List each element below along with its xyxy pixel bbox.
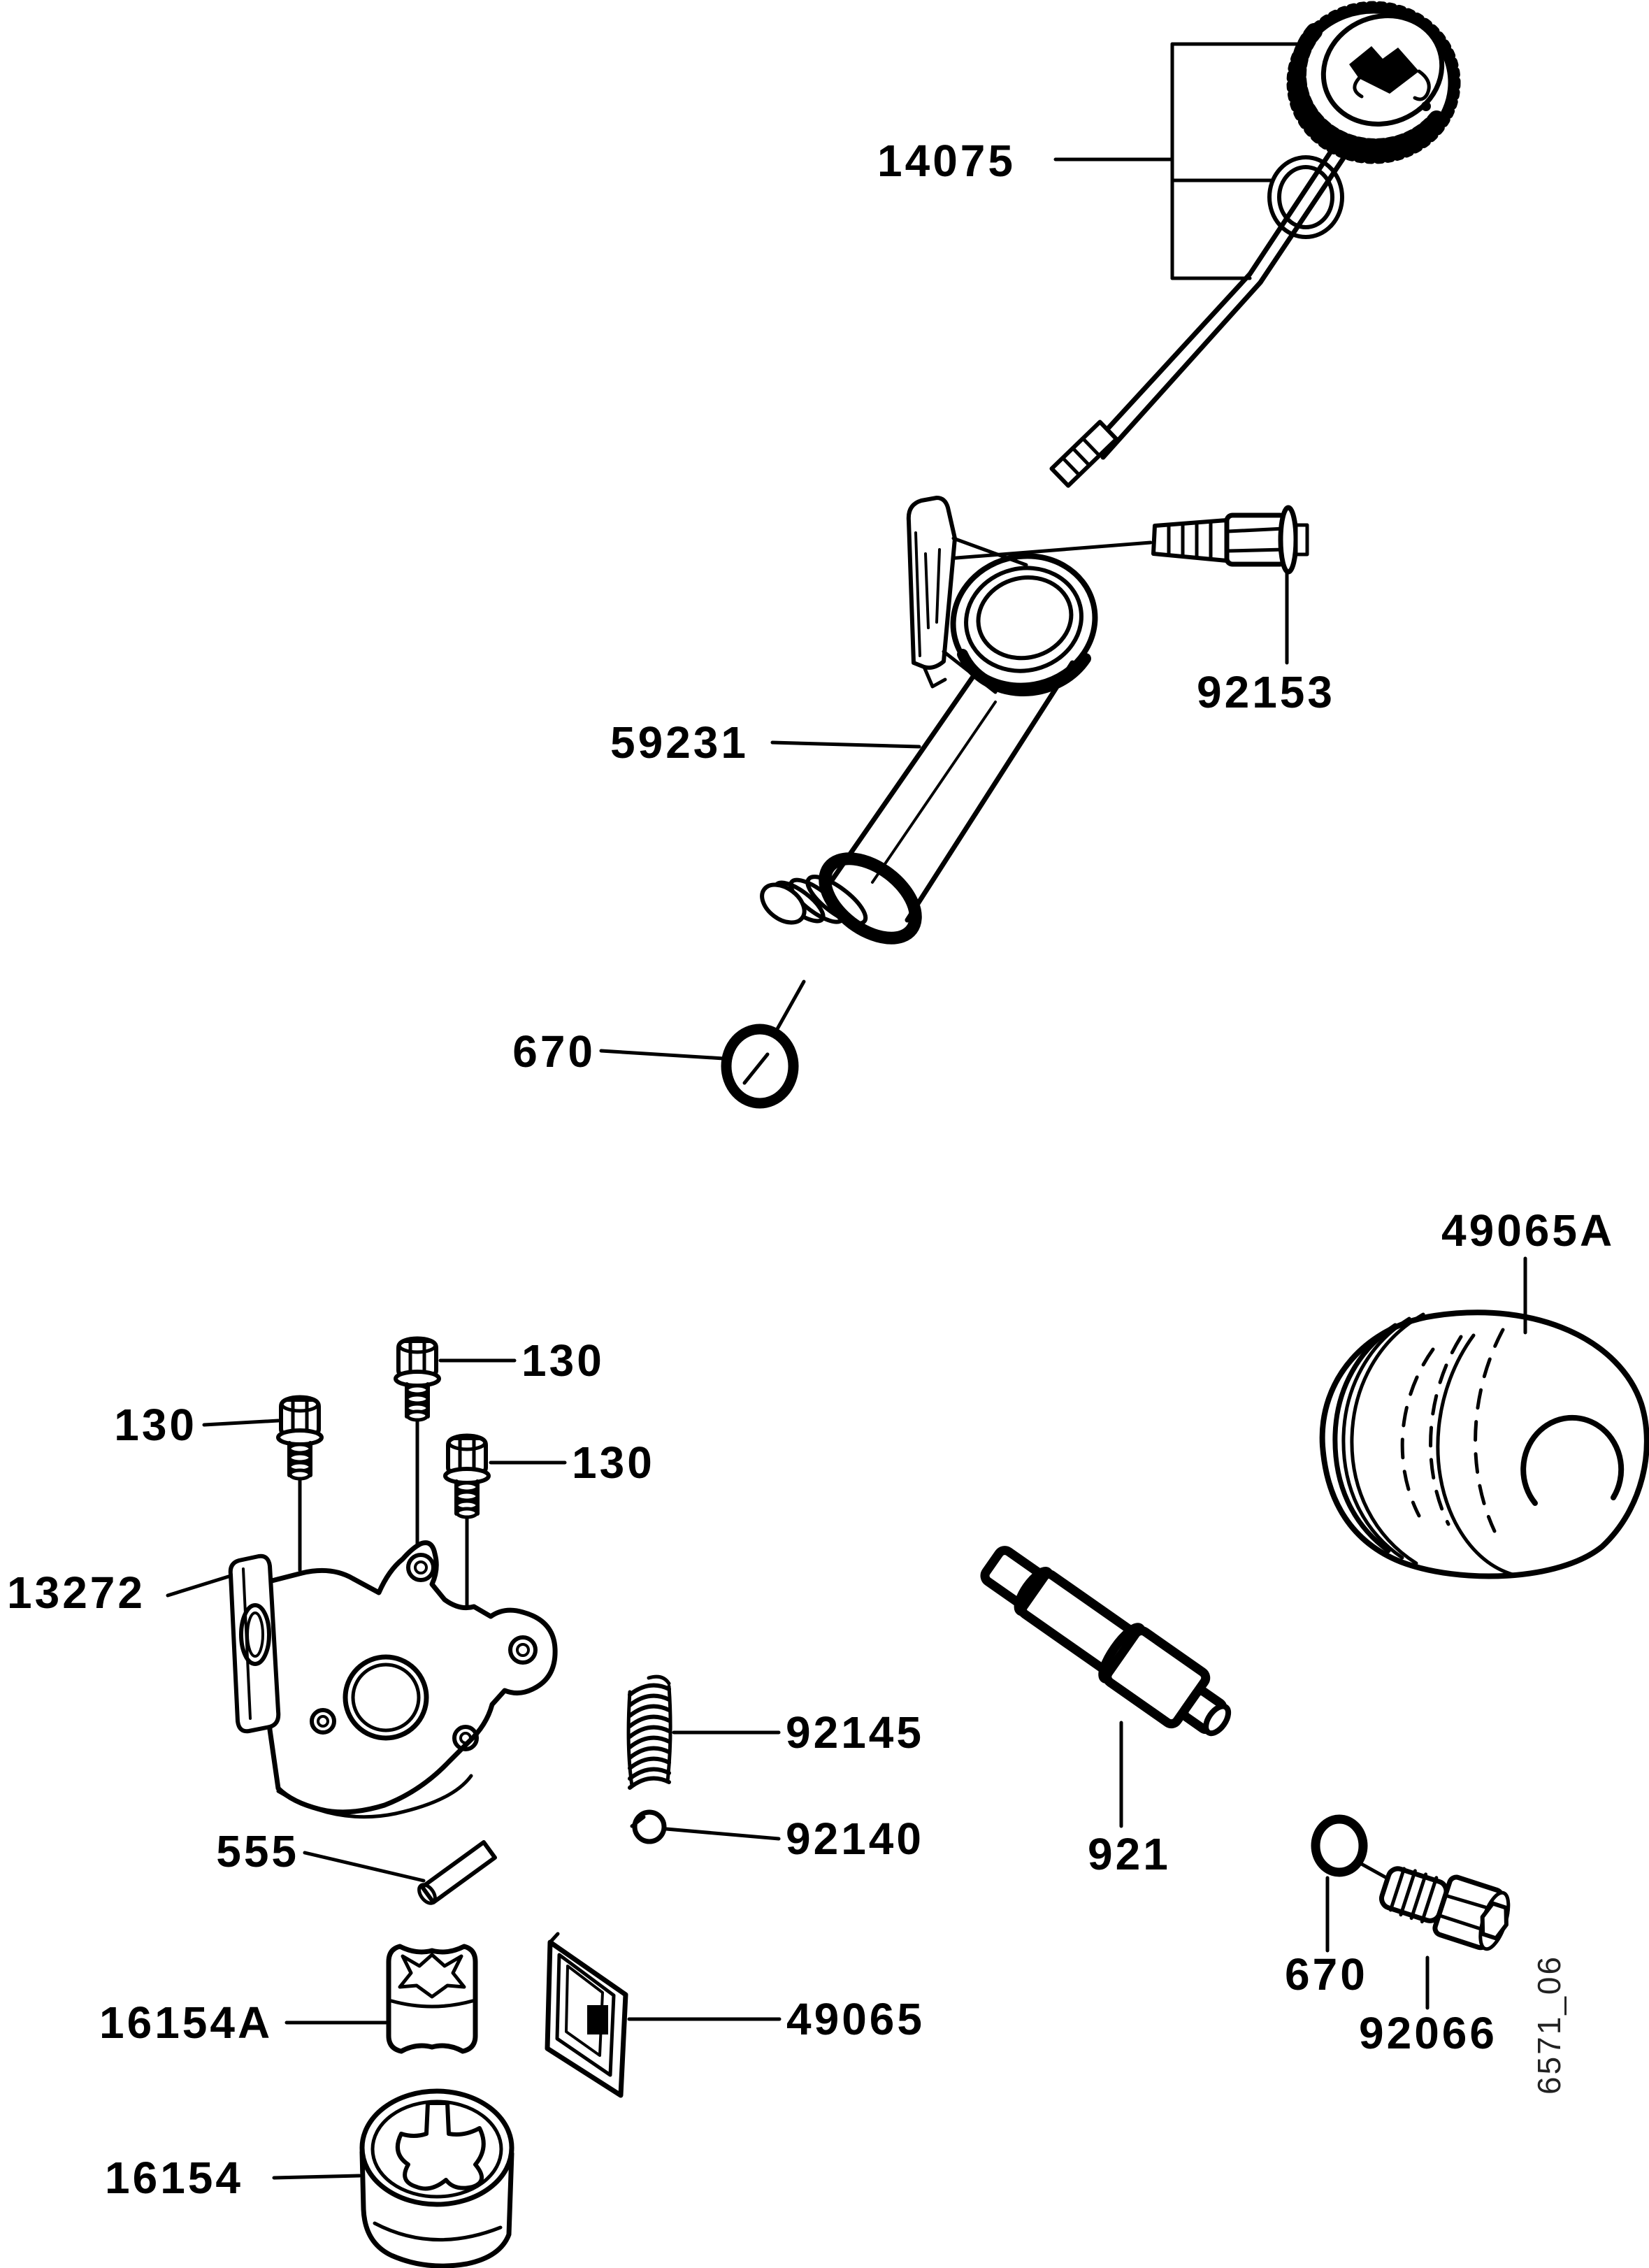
pump-cover-plate (228, 1540, 558, 1819)
callout-49065: 49065 (627, 1994, 925, 2044)
dowel-pin (417, 1840, 497, 1905)
dipstick-rod (1049, 141, 1349, 488)
callout-555: 555 (216, 1826, 426, 1883)
plug-oring (1311, 1814, 1399, 1886)
oil-can-icon (1349, 46, 1431, 111)
part-label-16154A: 16154A (99, 1997, 273, 2048)
callout-14075: 14075 (877, 42, 1311, 280)
bolt-130-top (396, 1338, 439, 1420)
part-label-14075: 14075 (877, 136, 1016, 186)
callout-130-right: 130 (489, 1437, 655, 1488)
part-label-49065: 49065 (786, 1994, 925, 2044)
part-label-921: 921 (1088, 1829, 1171, 1879)
tube-bracket-plate (906, 496, 1028, 694)
part-label-13272: 13272 (7, 1567, 145, 1618)
callout-92140: 92140 (664, 1814, 924, 1864)
check-ball (630, 1809, 667, 1844)
callout-13272: 13272 (7, 1567, 233, 1618)
tube-oring-670 (721, 979, 806, 1109)
callout-670-plug: 670 (1285, 1876, 1368, 2000)
relief-plunger (980, 1546, 1232, 1737)
dipstick-oring (1267, 155, 1344, 239)
part-label-92066: 92066 (1359, 2008, 1497, 2058)
part-label-555: 555 (216, 1826, 299, 1876)
part-label-670-plug: 670 (1285, 1949, 1368, 2000)
part-label-16154: 16154 (105, 2153, 243, 2203)
pump-outer-rotor (359, 2088, 514, 2268)
callout-59231: 59231 (610, 717, 921, 768)
figure-code-watermark: 6571_06 (1531, 1955, 1567, 2095)
bolt-130-left (278, 1397, 322, 1479)
part-label-130-top: 130 (521, 1335, 605, 1386)
callout-921: 921 (1088, 1721, 1171, 1879)
dipstick-cap (1286, 1, 1461, 164)
bolt-92153 (1151, 505, 1309, 575)
fill-tube (760, 553, 1098, 945)
oil-filter (1319, 1309, 1649, 1579)
part-label-49065A: 49065A (1441, 1205, 1615, 1256)
callout-16154: 16154 (105, 2153, 361, 2203)
bolt-130-right (445, 1435, 489, 1517)
part-label-670-tube: 670 (512, 1026, 596, 1077)
relief-plug (1379, 1866, 1511, 1951)
pump-inner-rotor (386, 1944, 478, 2054)
callout-92153: 92153 (937, 540, 1335, 717)
part-label-92153: 92153 (1197, 667, 1335, 717)
part-label-130-left: 130 (114, 1400, 197, 1450)
part-label-92140: 92140 (786, 1814, 924, 1864)
callout-16154A: 16154A (99, 1997, 388, 2048)
part-label-92145: 92145 (786, 1707, 924, 1758)
callout-130-left: 130 (114, 1400, 280, 1450)
callout-130-top: 130 (438, 1335, 605, 1386)
callout-670-tube: 670 (512, 1026, 726, 1077)
part-label-59231: 59231 (610, 717, 749, 768)
callout-92066: 92066 (1359, 1955, 1497, 2058)
oil-screen (545, 1932, 628, 2098)
part-label-130-right: 130 (572, 1437, 655, 1488)
relief-spring (626, 1674, 672, 1788)
callout-49065A: 49065A (1441, 1205, 1615, 1335)
callout-92145: 92145 (672, 1707, 924, 1758)
